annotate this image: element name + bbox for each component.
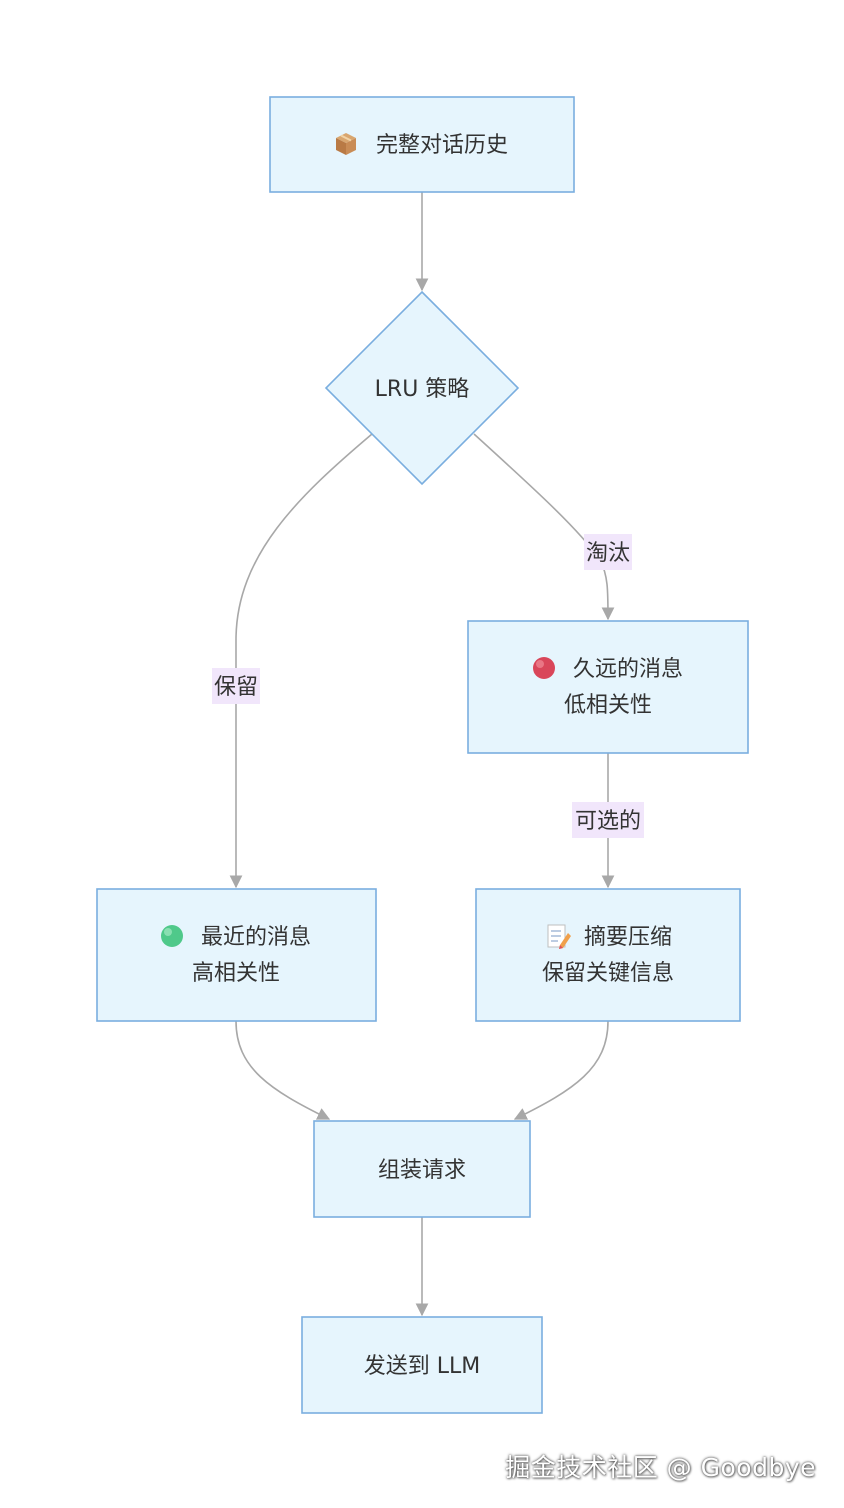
- edge-label-evict: 淘汰: [584, 534, 632, 570]
- node-old-messages-title: 久远的消息: [573, 657, 683, 682]
- memo-icon: [547, 924, 571, 949]
- node-full-history: 完整对话历史: [269, 96, 575, 193]
- edge-label-keep-text: 保留: [214, 675, 258, 700]
- edge-recent-to-assemble: [235, 1020, 331, 1120]
- node-old-messages: 久远的消息 低相关性: [467, 620, 749, 754]
- node-lru-strategy-label: LRU 策略: [375, 377, 470, 402]
- edge-label-keep: 保留: [212, 668, 260, 704]
- node-old-messages-subtitle: 低相关性: [564, 693, 652, 718]
- edge-lru-to-old: [473, 433, 615, 621]
- edge-label-optional-text: 可选的: [575, 809, 641, 834]
- node-send-to-llm: 发送到 LLM: [301, 1316, 543, 1414]
- node-assemble-request: 组装请求: [313, 1120, 531, 1218]
- red-circle-icon: [533, 657, 555, 679]
- edge-label-optional: 可选的: [572, 802, 644, 838]
- node-lru-strategy: LRU 策略: [324, 290, 520, 486]
- node-send-to-llm-label: 发送到 LLM: [364, 1354, 481, 1379]
- edge-summary-to-assemble: [513, 1020, 609, 1120]
- node-full-history-label: 完整对话历史: [376, 133, 508, 158]
- edge-label-evict-text: 淘汰: [586, 541, 630, 566]
- node-recent-messages-title: 最近的消息: [201, 925, 311, 950]
- green-circle-icon: [161, 925, 183, 947]
- node-recent-messages: 最近的消息 高相关性: [96, 888, 377, 1022]
- node-summary-compression-subtitle: 保留关键信息: [542, 961, 674, 986]
- watermark: 掘金技术社区 @ Goodbye: [505, 1453, 816, 1482]
- edge-lru-to-recent: [229, 433, 373, 889]
- node-recent-messages-subtitle: 高相关性: [192, 961, 280, 986]
- node-summary-compression-title: 摘要压缩: [584, 925, 672, 950]
- package-icon: [336, 133, 356, 155]
- node-summary-compression: 摘要压缩 保留关键信息: [475, 888, 741, 1022]
- node-assemble-request-label: 组装请求: [378, 1158, 466, 1183]
